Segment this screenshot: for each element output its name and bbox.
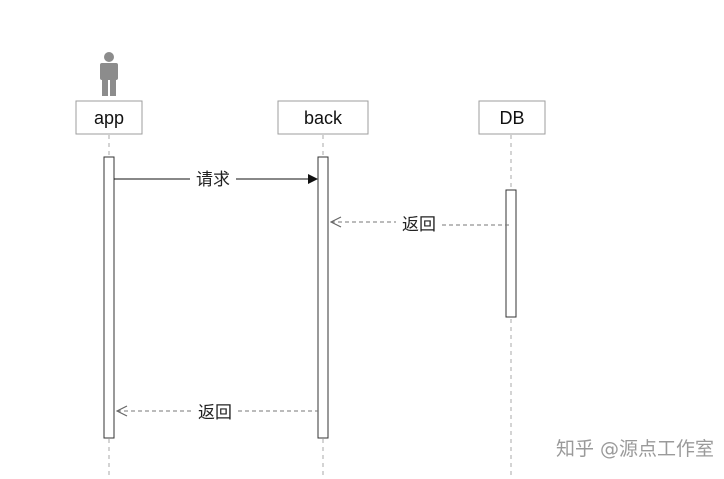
message-back-return-label: 返回 xyxy=(198,403,232,423)
watermark: 知乎 @源点工作室 xyxy=(555,438,714,460)
participant-db-label: DB xyxy=(499,108,524,128)
participant-app-label: app xyxy=(94,108,124,128)
message-db-return-label: 返回 xyxy=(402,215,436,235)
activation-db xyxy=(505,189,517,318)
participant-back: back xyxy=(277,100,369,135)
message-db-return: 返回 xyxy=(331,215,511,235)
message-request: 请求 xyxy=(114,170,318,190)
message-request-label: 请求 xyxy=(196,170,230,190)
actor-person-icon xyxy=(100,52,118,96)
participant-db: DB xyxy=(478,100,546,135)
activation-back xyxy=(317,156,329,439)
message-back-return: 返回 xyxy=(117,403,318,423)
participant-back-label: back xyxy=(304,108,343,128)
activation-app xyxy=(103,156,115,439)
participant-app: app xyxy=(75,100,143,135)
